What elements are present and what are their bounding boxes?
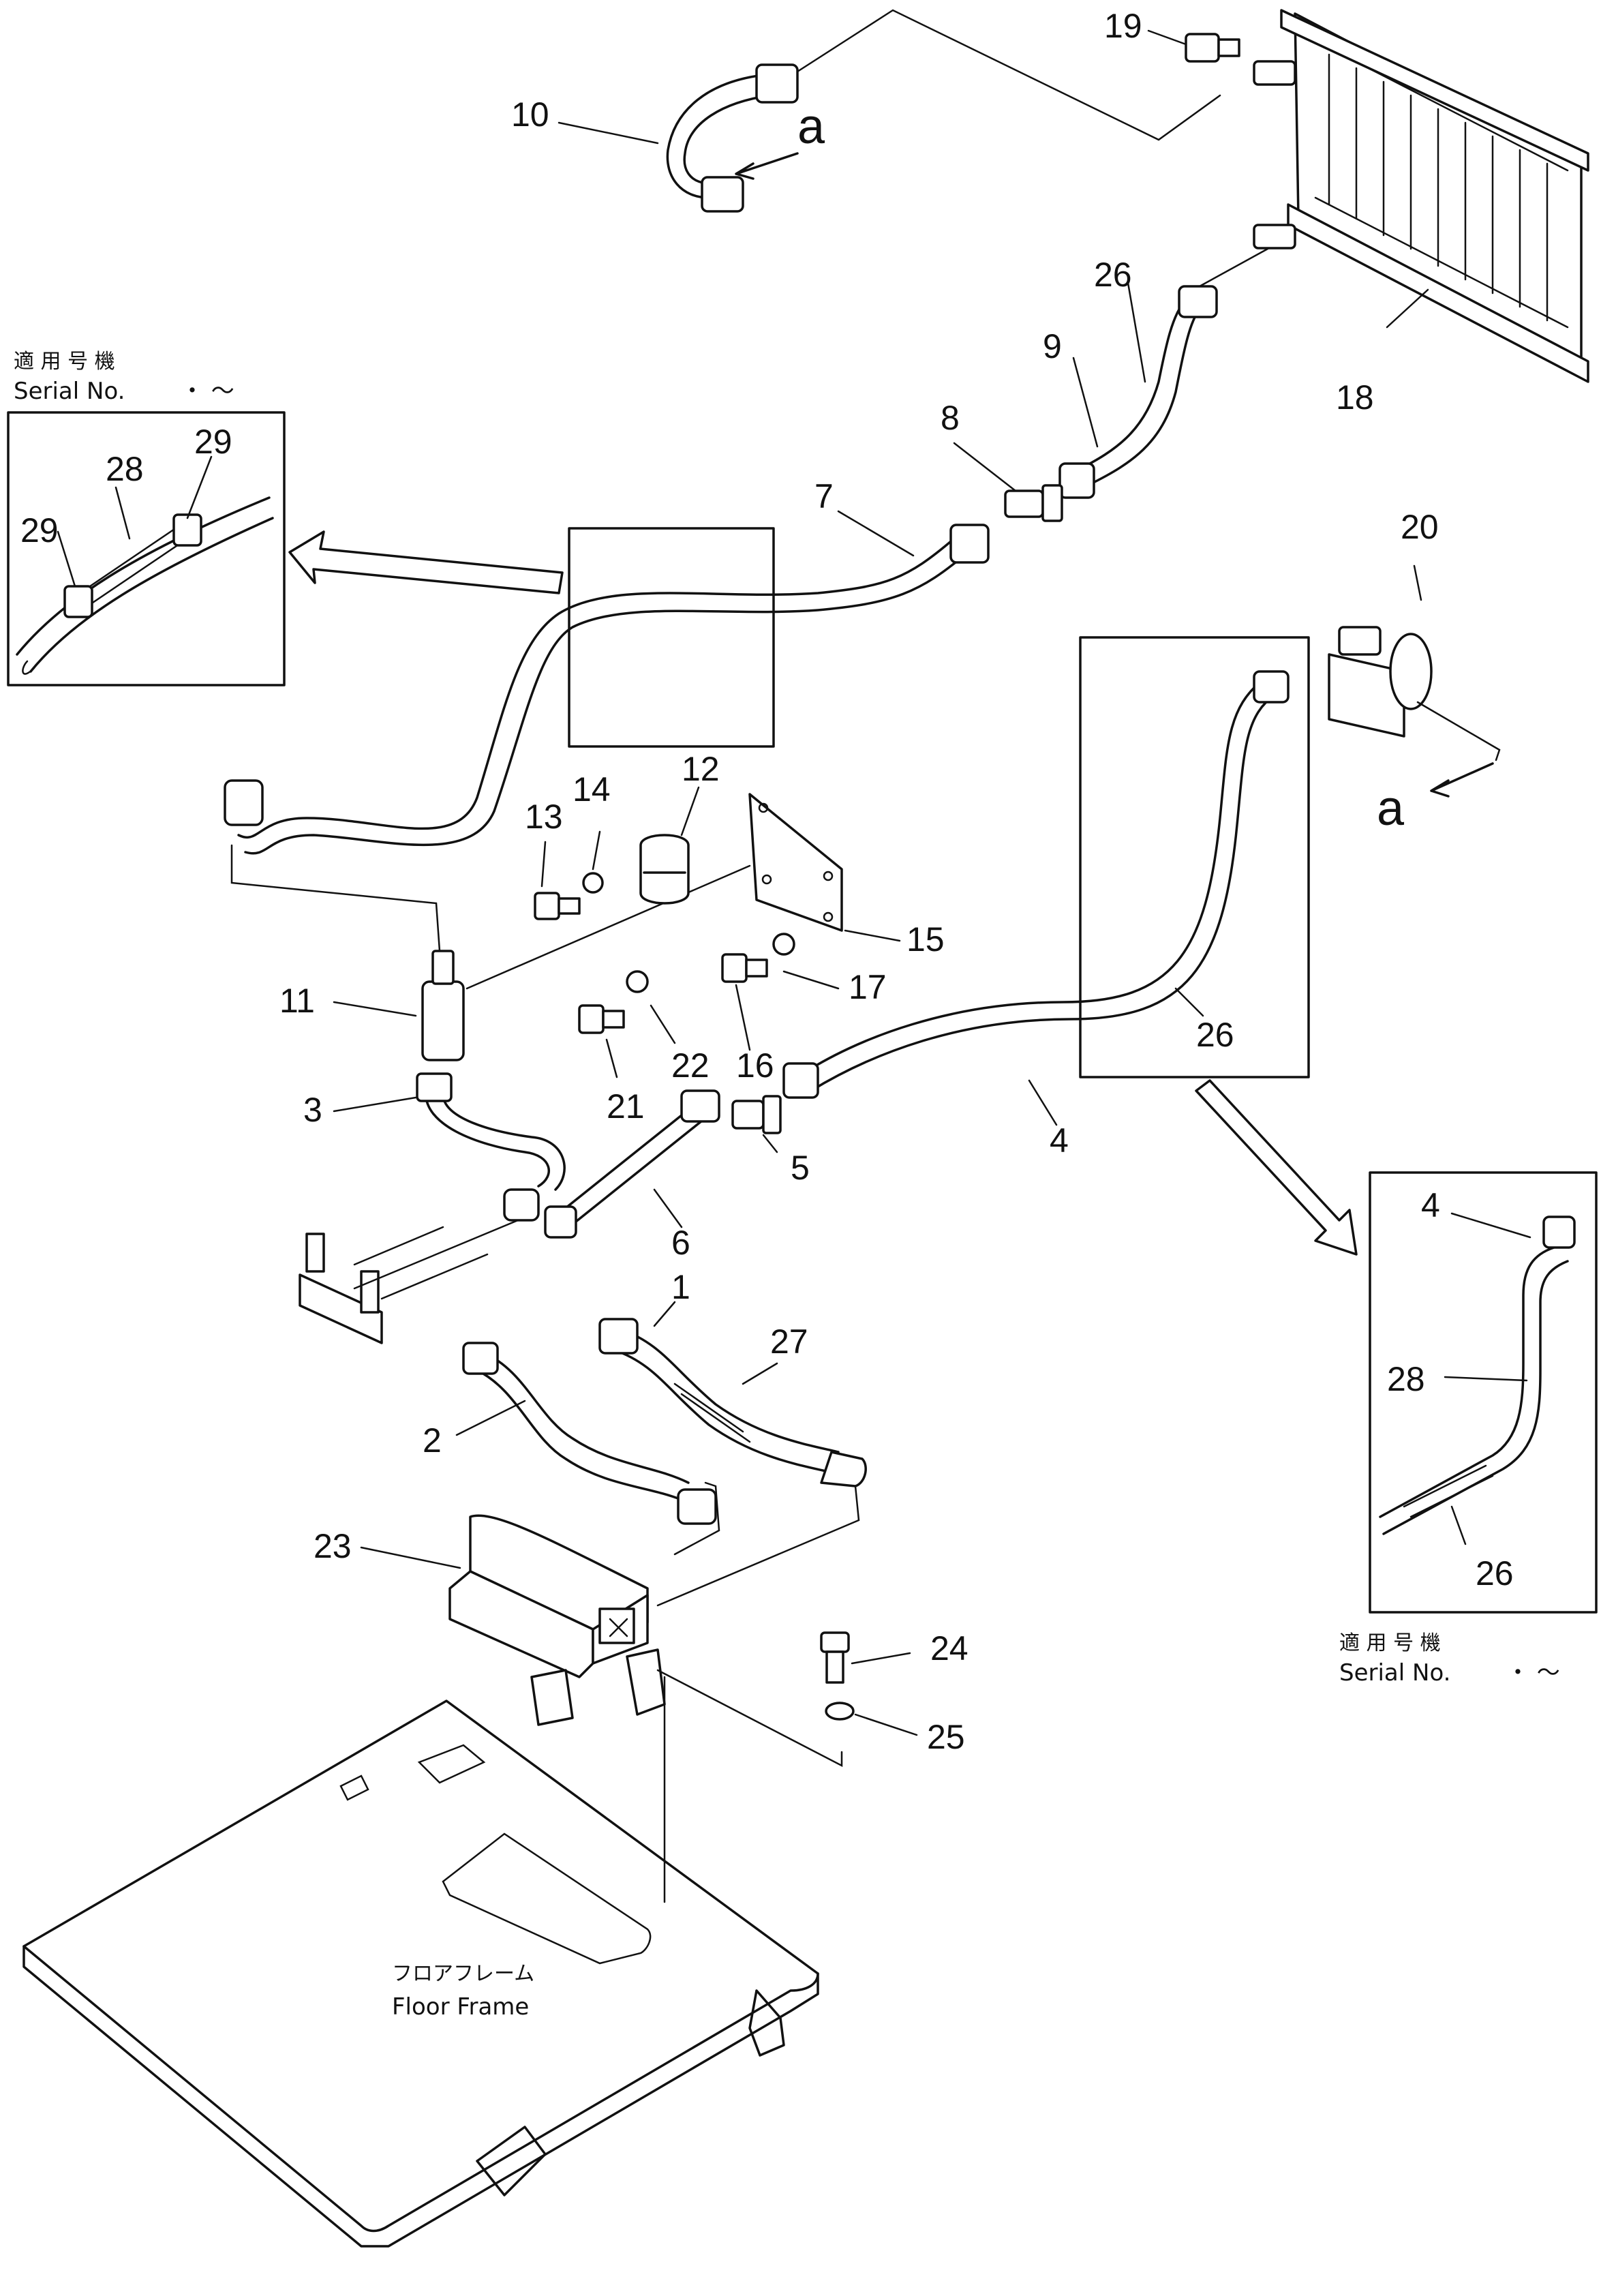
inset-right-callout-28: 28 <box>1387 1360 1425 1398</box>
receiver-dryer-11 <box>230 844 751 1061</box>
inset-left-serial-jp: 適 用 号 機 <box>14 350 115 374</box>
callout-18: 18 <box>1336 378 1374 417</box>
callout-5: 5 <box>791 1149 810 1187</box>
hose-7 <box>224 524 990 855</box>
floor-frame-label-en: Floor Frame <box>392 1993 529 2021</box>
inset-right <box>1369 1171 1598 1614</box>
heater-unit-23 <box>448 1514 666 1726</box>
callout-8: 8 <box>941 399 960 437</box>
inset-left <box>7 411 286 686</box>
bracket-12 <box>639 834 690 905</box>
callout-17: 17 <box>849 968 887 1006</box>
inset-left-serial-range: ・ 〜 <box>181 378 234 405</box>
arrow-to-inset-left <box>288 530 564 594</box>
fitting-5 <box>731 1095 782 1134</box>
washer-22 <box>626 970 649 993</box>
hose-2 <box>462 1342 720 1556</box>
inset-left-callout-29-right: 29 <box>194 423 232 461</box>
fitting-8 <box>1004 484 1063 522</box>
callout-15: 15 <box>906 920 945 958</box>
callout-3: 3 <box>303 1091 322 1129</box>
callout-26-mid: 26 <box>1196 1016 1234 1054</box>
callout-7: 7 <box>814 477 834 515</box>
callout-12: 12 <box>682 750 720 788</box>
callout-27: 27 <box>770 1323 808 1361</box>
view-marker-a-top: a <box>797 100 825 154</box>
callout-16: 16 <box>736 1046 774 1085</box>
inset-right-callout-26: 26 <box>1476 1554 1514 1592</box>
hose-3 <box>416 1072 566 1222</box>
arrow-a-right <box>1430 762 1494 798</box>
bolt-13 <box>534 892 581 920</box>
callout-1: 1 <box>671 1268 690 1306</box>
inset-right-serial-range: ・ 〜 <box>1506 1659 1560 1687</box>
callout-26-top: 26 <box>1094 256 1132 294</box>
callout-11: 11 <box>279 982 315 1020</box>
arrow-a-top <box>735 152 799 180</box>
condenser <box>1253 9 1589 383</box>
view-marker-a-right: a <box>1377 781 1405 836</box>
plate-15 <box>748 793 843 932</box>
hose-6 <box>544 1089 720 1239</box>
callout-25: 25 <box>927 1718 965 1756</box>
hose-10 <box>666 9 1221 213</box>
callout-10: 10 <box>511 95 549 134</box>
arrow-to-inset-right <box>1195 1079 1358 1256</box>
callout-21: 21 <box>607 1087 645 1126</box>
callout-23: 23 <box>314 1527 352 1565</box>
inset-left-callout-28: 28 <box>106 450 144 488</box>
washer-14 <box>582 872 604 894</box>
washer-17 <box>772 933 795 956</box>
inset-left-serial-en: Serial No. <box>14 378 125 405</box>
component-20 <box>1328 626 1501 761</box>
floor-frame-label-jp: フロアフレーム <box>392 1962 534 1986</box>
callout-14: 14 <box>573 770 611 809</box>
floor-frame <box>22 1676 819 2248</box>
inset-right-serial-en: Serial No. <box>1339 1659 1450 1687</box>
inset-left-callout-29-left: 29 <box>20 511 59 549</box>
callout-9: 9 <box>1043 327 1062 365</box>
callout-4: 4 <box>1050 1121 1069 1160</box>
inset-box-hose-7 <box>568 527 775 748</box>
bolt-16 <box>721 953 768 983</box>
bolt-24 <box>820 1631 850 1684</box>
washer-25 <box>825 1702 855 1721</box>
hose-1 <box>598 1318 867 1607</box>
bolt-19 <box>1185 33 1240 63</box>
callout-22: 22 <box>671 1046 710 1085</box>
inset-box-hose-4 <box>1079 636 1310 1078</box>
callout-19: 19 <box>1104 7 1142 45</box>
callout-24: 24 <box>930 1629 969 1667</box>
hose-9 <box>1058 247 1269 499</box>
callout-6: 6 <box>671 1224 690 1262</box>
inset-right-callout-4: 4 <box>1421 1186 1440 1224</box>
callout-20: 20 <box>1401 508 1439 546</box>
hose-4 <box>782 670 1290 1099</box>
callout-2: 2 <box>423 1421 442 1460</box>
connector-bracket <box>299 1219 519 1344</box>
callout-13: 13 <box>525 798 563 836</box>
inset-right-serial-jp: 適 用 号 機 <box>1339 1631 1441 1655</box>
leader-lines <box>57 29 1531 1736</box>
bolt-21 <box>578 1004 625 1034</box>
